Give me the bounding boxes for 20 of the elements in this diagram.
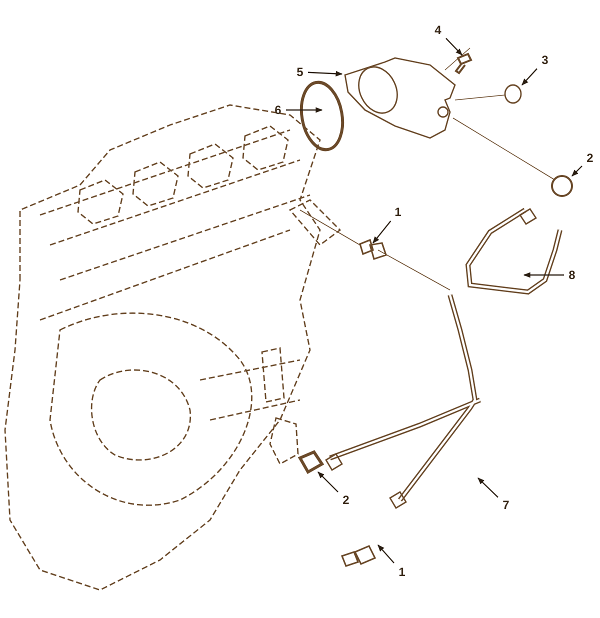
leader-line [372,220,392,244]
callout-number: 2 [341,493,351,507]
callout-number: 1 [397,565,407,579]
callout-number: 2 [585,151,595,165]
callout-number: 8 [567,268,577,282]
callout-number: 5 [295,65,305,79]
leader-line [446,38,462,56]
callout-number: 1 [393,205,403,219]
leader-line [523,272,564,278]
leader-line [478,478,498,498]
leader-line [308,70,343,76]
leader-line [378,544,394,564]
callout-number: 6 [273,103,283,117]
callout-number: 7 [501,498,511,512]
leader-line [286,107,323,113]
leader-line [522,68,538,86]
callout-number: 4 [433,23,443,37]
leader-line [318,472,338,492]
callout-number: 3 [540,53,550,67]
leader-line [572,166,582,176]
